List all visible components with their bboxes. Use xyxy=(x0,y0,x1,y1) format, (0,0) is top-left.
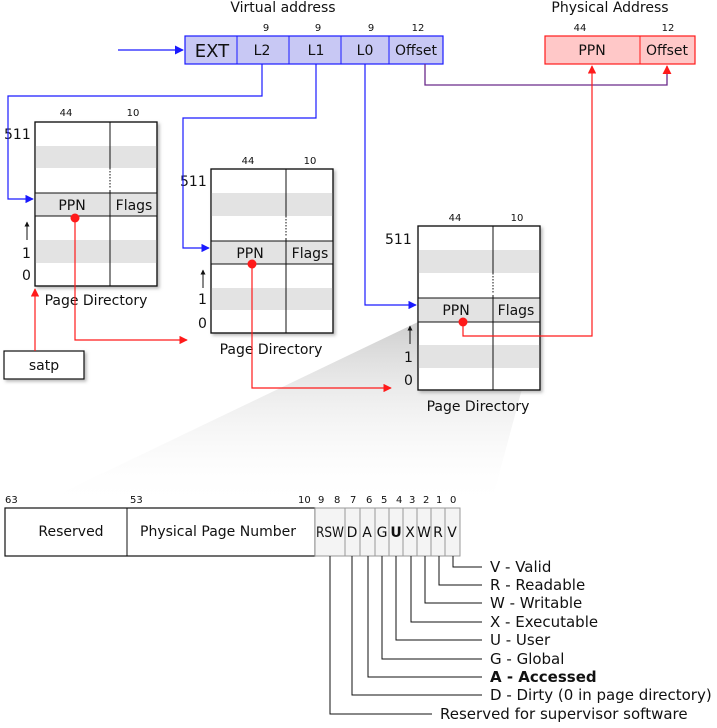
pte-rsw-field: RSW xyxy=(316,525,344,541)
va-offset-field: Offset xyxy=(395,43,438,59)
pt1-caption: Page Directory xyxy=(45,293,148,309)
legend-global: G - Global xyxy=(490,650,564,668)
va-l2-bits: 9 xyxy=(263,23,269,34)
pt2-caption: Page Directory xyxy=(220,342,323,358)
pt3-ppn-arrow xyxy=(462,65,597,337)
pt3-ppn-dot xyxy=(458,317,468,327)
pte-flag-x: X xyxy=(405,525,415,541)
pt1-flags-label: Flags xyxy=(116,198,153,214)
pt1-ppn-dot xyxy=(70,213,80,223)
pa-offset-bits: 12 xyxy=(662,23,675,34)
pt1-index-0: 0 xyxy=(22,268,31,284)
pte-bit-numbers: 63 53 10 9 8 7 6 5 4 3 2 1 0 xyxy=(5,495,456,506)
pt3-flags-bits: 10 xyxy=(511,213,524,224)
va-l1-bits: 9 xyxy=(315,23,321,34)
l2-index-arrow xyxy=(7,64,263,204)
page-table-1: 44 10 PPN Flags 511 1 0 Page Directory xyxy=(4,108,158,309)
svg-text:9: 9 xyxy=(318,495,324,506)
l0-index-arrow xyxy=(364,64,417,310)
svg-text:7: 7 xyxy=(350,495,356,506)
svg-text:0: 0 xyxy=(450,495,456,506)
pt1-flags-bits: 10 xyxy=(127,108,140,119)
virtual-address-register: EXT L2 L1 L0 Offset 9 9 9 12 xyxy=(184,23,444,65)
pt2-ppn-dot xyxy=(247,259,257,269)
physical-address-register: PPN Offset 44 12 xyxy=(544,23,696,65)
physical-address-title: Physical Address xyxy=(551,0,668,16)
legend-executable: X - Executable xyxy=(490,613,598,631)
pt3-index-511: 511 xyxy=(385,232,412,248)
pt1-ppn-arrow xyxy=(74,218,188,345)
legend-connectors xyxy=(329,556,482,715)
pte-flag-v: V xyxy=(447,525,457,541)
svg-text:10: 10 xyxy=(298,495,311,506)
svg-text:6: 6 xyxy=(366,495,372,506)
satp-register: satp xyxy=(3,350,85,380)
pa-ppn-bits: 44 xyxy=(574,23,587,34)
zoom-wedge xyxy=(30,298,540,508)
pte-ppn-field: Physical Page Number xyxy=(140,524,296,540)
pt3-caption: Page Directory xyxy=(427,399,530,415)
pte-flag-a: A xyxy=(362,525,372,541)
pa-offset-field: Offset xyxy=(646,43,689,59)
legend-reserved-supervisor: Reserved for supervisor software xyxy=(440,705,688,723)
va-l0-field: L0 xyxy=(357,43,374,59)
pt1-ppn-bits: 44 xyxy=(60,108,73,119)
pt2-ppn-arrow xyxy=(251,264,392,393)
legend-valid: V - Valid xyxy=(490,558,551,576)
pt1-index-511: 511 xyxy=(4,127,31,143)
pte-flag-d: D xyxy=(347,525,358,541)
svg-text:3: 3 xyxy=(409,495,415,506)
legend-dirty: D - Dirty (0 in page directory) xyxy=(490,686,712,704)
pt1-index-1: 1 xyxy=(22,246,31,262)
virtual-address-title: Virtual address xyxy=(230,0,335,16)
pt3-index-1: 1 xyxy=(404,350,413,366)
legend-readable: R - Readable xyxy=(490,576,585,594)
pte-flag-w: W xyxy=(417,525,431,541)
pa-ppn-field: PPN xyxy=(578,43,605,59)
pte-reserved-field: Reserved xyxy=(38,524,103,540)
pt3-ppn-label: PPN xyxy=(442,303,469,319)
satp-label: satp xyxy=(29,358,59,374)
pt2-index-0: 0 xyxy=(198,316,207,332)
svg-text:5: 5 xyxy=(381,495,387,506)
va-l1-field: L1 xyxy=(308,43,325,59)
pte-flag-r: R xyxy=(433,525,443,541)
svg-text:1: 1 xyxy=(436,495,442,506)
page-table-2: 44 10 PPN Flags 511 1 0 Page Directory xyxy=(180,156,334,358)
pt2-ppn-bits: 44 xyxy=(242,156,255,167)
va-l2-field: L2 xyxy=(254,43,271,59)
offset-arrow xyxy=(424,64,672,86)
svg-text:53: 53 xyxy=(130,495,143,506)
pt2-index-1: 1 xyxy=(198,292,207,308)
pte-flag-g: G xyxy=(377,525,388,541)
page-table-3: 44 10 PPN Flags 511 1 0 Page Directory xyxy=(385,213,541,415)
legend-user: U - User xyxy=(490,631,551,649)
flag-legend: V - Valid R - Readable W - Writable X - … xyxy=(440,558,712,723)
pt2-flags-bits: 10 xyxy=(304,156,317,167)
pt3-ppn-bits: 44 xyxy=(449,213,462,224)
pt3-index-0: 0 xyxy=(404,373,413,389)
pt1-ppn-label: PPN xyxy=(58,198,85,214)
legend-accessed: A - Accessed xyxy=(490,668,597,686)
pt2-flags-label: Flags xyxy=(292,246,329,262)
svg-text:4: 4 xyxy=(396,495,402,506)
pt3-flags-label: Flags xyxy=(498,303,535,319)
pt2-ppn-label: PPN xyxy=(236,246,263,262)
va-ext-field: EXT xyxy=(195,41,230,62)
l1-index-arrow xyxy=(182,64,317,253)
va-l0-bits: 9 xyxy=(368,23,374,34)
pte-flag-u: U xyxy=(390,525,401,541)
va-offset-bits: 12 xyxy=(412,23,425,34)
svg-text:2: 2 xyxy=(423,495,429,506)
svg-text:8: 8 xyxy=(334,495,340,506)
svg-text:63: 63 xyxy=(5,495,18,506)
pte-layout: 63 53 10 9 8 7 6 5 4 3 2 1 0 Reserved Ph… xyxy=(4,495,461,557)
legend-writable: W - Writable xyxy=(490,594,582,612)
pt2-index-511: 511 xyxy=(180,174,207,190)
